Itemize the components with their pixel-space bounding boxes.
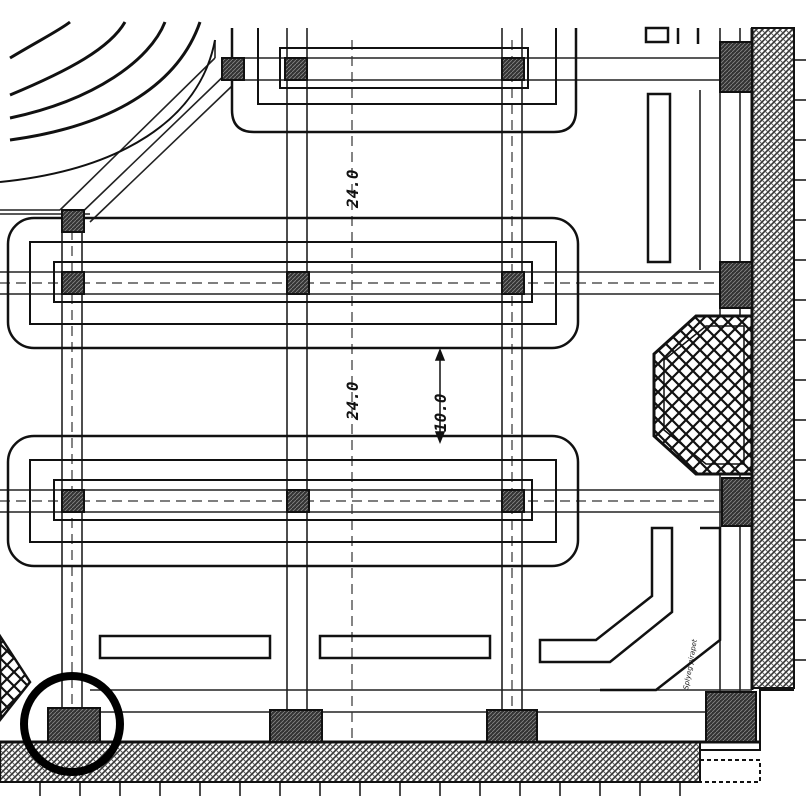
dimension-lower-bay: 24.0 <box>343 381 362 421</box>
dimension-beam-offset: 10.0 <box>431 393 450 432</box>
column <box>284 57 308 81</box>
edge-tick-marks <box>39 59 806 796</box>
column <box>719 41 753 93</box>
column <box>721 477 753 527</box>
center-lines <box>0 40 752 742</box>
right-partitions <box>644 26 700 264</box>
horizontal-beams <box>0 57 752 713</box>
column <box>286 271 310 295</box>
bottom-partitions <box>98 634 492 660</box>
column <box>221 57 245 81</box>
column <box>61 271 85 295</box>
column <box>61 209 85 233</box>
column <box>486 709 538 743</box>
column <box>269 709 323 743</box>
column <box>501 271 525 295</box>
slab-outline-middle <box>6 216 580 350</box>
l-partition <box>538 526 722 692</box>
column <box>61 489 85 513</box>
exterior-wall-east <box>751 27 795 689</box>
corner-outline <box>699 689 794 783</box>
slab-outline-top <box>230 28 578 134</box>
marginal-note: Splyeg pirapet <box>682 638 699 690</box>
curved-stair <box>0 20 216 183</box>
columns <box>47 41 757 743</box>
column <box>719 261 753 309</box>
slab-outline-bottom <box>6 434 580 568</box>
column <box>705 691 757 743</box>
highlight-circle-marker <box>20 672 124 776</box>
column <box>47 707 101 743</box>
lattice-window <box>652 314 754 476</box>
column <box>501 489 525 513</box>
diagonal-beam <box>0 40 233 223</box>
column <box>501 57 525 81</box>
dimension-upper-bay: 24.0 <box>343 169 362 209</box>
column <box>286 489 310 513</box>
dimension-arrows <box>434 347 446 445</box>
lattice-fragment <box>0 633 32 723</box>
